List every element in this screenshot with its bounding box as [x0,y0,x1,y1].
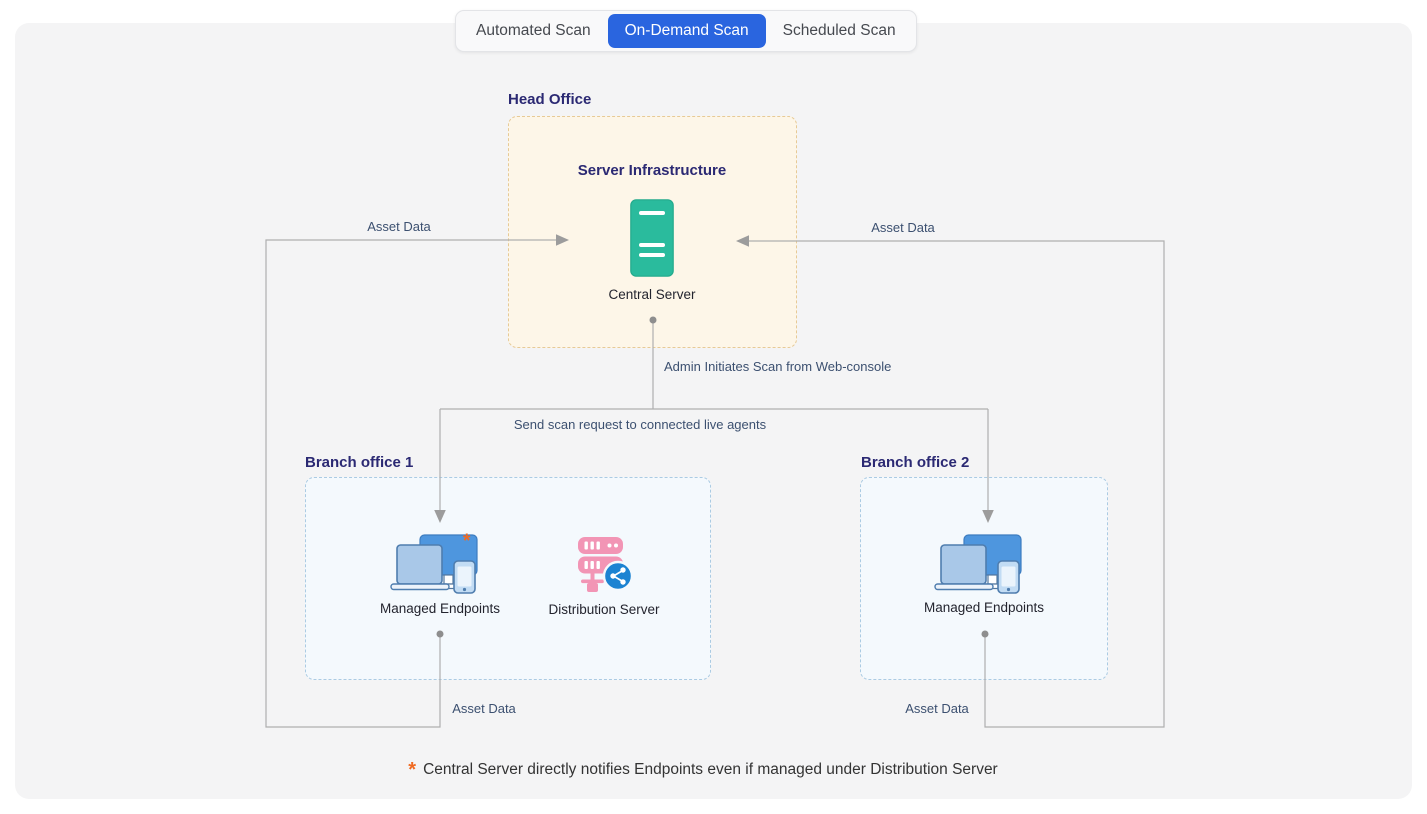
asset-data-label-top-right: Asset Data [871,220,935,235]
footnote: * Central Server directly notifies Endpo… [408,758,997,783]
central-server-label: Central Server [608,287,696,302]
send-scan-request-label: Send scan request to connected live agen… [513,417,767,432]
server-infrastructure-title: Server Infrastructure [577,162,727,179]
managed-endpoints-2-icon [934,534,1034,599]
asset-data-label-bottom-left: Asset Data [452,701,516,716]
managed-endpoints-1-label: Managed Endpoints [379,601,501,616]
endpoints-footnote-marker: * [463,531,471,552]
branch-office-2-title: Branch office 2 [861,454,970,471]
admin-initiates-label: Admin Initiates Scan from Web-console [664,359,892,374]
asset-data-label-bottom-right: Asset Data [905,701,969,716]
central-server-icon [630,199,674,282]
head-office-title: Head Office [508,91,592,108]
tab-on-demand-scan[interactable]: On-Demand Scan [607,14,766,48]
tab-scheduled-scan[interactable]: Scheduled Scan [766,14,913,48]
footnote-asterisk-icon: * [408,759,417,781]
managed-endpoints-2-label: Managed Endpoints [923,600,1045,615]
scan-mode-tabbar: Automated Scan On-Demand Scan Scheduled … [455,10,917,52]
managed-endpoints-1-icon [390,534,490,599]
distribution-server-icon [574,535,634,600]
branch-office-1-title: Branch office 1 [305,454,414,471]
branch-office-1-box [305,477,711,680]
tab-automated-scan[interactable]: Automated Scan [459,14,608,48]
distribution-server-label: Distribution Server [548,602,660,617]
footnote-text: Central Server directly notifies Endpoin… [423,761,998,778]
asset-data-label-top-left: Asset Data [367,219,431,234]
